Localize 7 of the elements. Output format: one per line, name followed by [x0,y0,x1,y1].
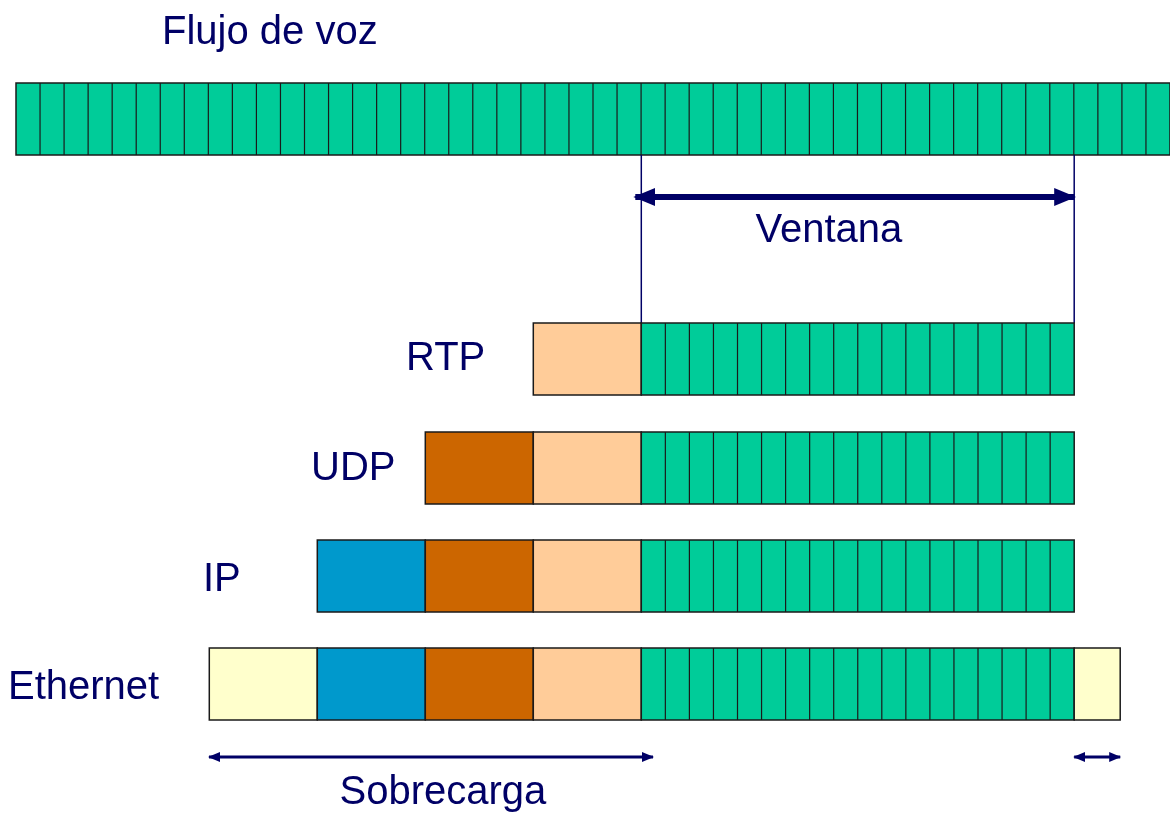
layer-label: Ethernet [8,663,160,707]
dimension-label: Sobrecarga [339,768,547,812]
dimension-label: Ventana [755,206,903,250]
layer-label: IP [203,555,241,599]
layer-label: RTP [406,334,486,378]
layer-label: UDP [311,444,396,488]
stream-title: Flujo de voz [162,8,378,52]
